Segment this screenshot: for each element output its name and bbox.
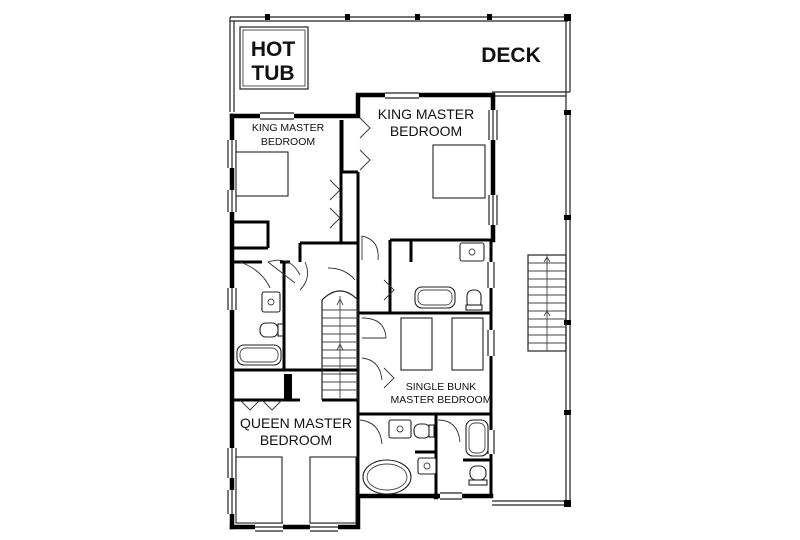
deck-stairs xyxy=(527,254,567,352)
room-labels: KING MASTER BEDROOM KING MASTER BEDROOM … xyxy=(240,106,491,448)
king-master-right-label: BEDROOM xyxy=(390,123,462,139)
hot-tub-label: HOT xyxy=(251,38,296,61)
single-bunk-label: MASTER BEDROOM xyxy=(391,394,492,406)
interior-walls xyxy=(232,120,491,527)
queen-master-label: BEDROOM xyxy=(260,432,332,448)
interior-stairs xyxy=(321,290,359,400)
single-bunk-label: SINGLE BUNK xyxy=(406,381,477,393)
windows xyxy=(226,91,499,533)
queen-master-label: QUEEN MASTER xyxy=(240,415,352,431)
bath-fixtures xyxy=(236,242,489,495)
king-master-left-label: BEDROOM xyxy=(261,136,315,148)
furniture xyxy=(235,144,486,524)
king-master-left-label: KING MASTER xyxy=(252,122,325,134)
hot-tub: HOT TUB xyxy=(239,26,309,90)
door-swings xyxy=(239,117,461,445)
king-master-right-label: KING MASTER xyxy=(378,106,474,122)
deck-label: DECK xyxy=(481,44,541,67)
hot-tub-label: TUB xyxy=(251,62,294,85)
